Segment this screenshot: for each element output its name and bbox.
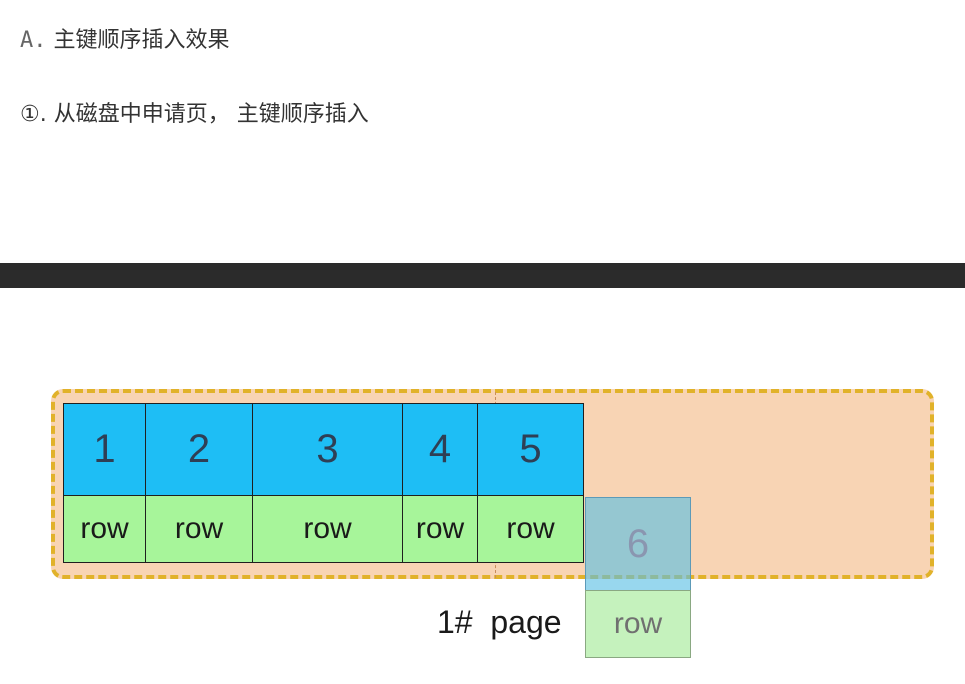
section-marker: A. bbox=[20, 28, 47, 53]
record-key-3: 3 bbox=[252, 403, 403, 496]
section-heading: A. 主键顺序插入效果 bbox=[20, 22, 230, 54]
incoming-record-row: row bbox=[585, 590, 691, 658]
record-key-4: 4 bbox=[402, 403, 478, 496]
dark-divider-bar bbox=[0, 263, 965, 288]
record-key-5: 5 bbox=[477, 403, 584, 496]
page-label: 1# page bbox=[437, 604, 562, 640]
step-heading: ①. 从磁盘中申请页， 主键顺序插入 bbox=[20, 96, 369, 128]
record-key-1: 1 bbox=[63, 403, 146, 496]
record-row-5: row bbox=[477, 495, 584, 563]
incoming-record-key: 6 bbox=[585, 497, 691, 591]
record-row-4: row bbox=[402, 495, 478, 563]
step-heading-text: 从磁盘中申请页， 主键顺序插入 bbox=[53, 102, 369, 127]
record-key-2: 2 bbox=[145, 403, 253, 496]
step-marker: ①. bbox=[20, 102, 47, 127]
record-row-3: row bbox=[252, 495, 403, 563]
record-row-2: row bbox=[145, 495, 253, 563]
record-row-1: row bbox=[63, 495, 146, 563]
section-heading-text: 主键顺序插入效果 bbox=[53, 28, 230, 53]
